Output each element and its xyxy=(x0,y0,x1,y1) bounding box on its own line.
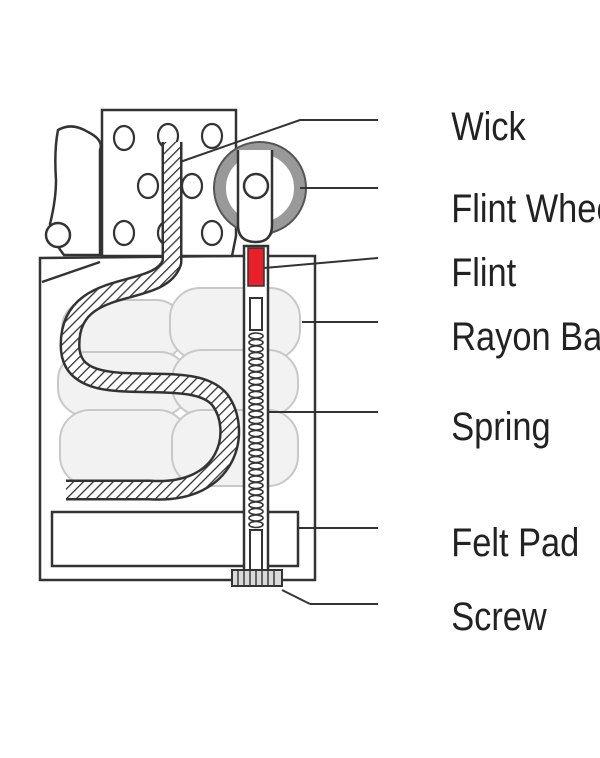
label-flint: Flint xyxy=(451,250,517,295)
spring-base xyxy=(249,529,263,571)
label-felt-pad: Felt Pad xyxy=(451,520,579,565)
leader-lines xyxy=(179,119,379,605)
case-shoulder-line xyxy=(41,260,101,284)
leader-flint xyxy=(263,257,379,269)
screw xyxy=(231,569,283,587)
spring xyxy=(248,332,264,529)
flint-tube xyxy=(242,244,270,574)
flint xyxy=(247,247,265,287)
hinge-cam xyxy=(44,125,102,257)
label-wick: Wick xyxy=(451,104,526,149)
leader-screw xyxy=(281,589,311,605)
label-screw: Screw xyxy=(451,594,548,639)
label-flint-wheel: Flint Wheel xyxy=(451,186,600,231)
spring-coil xyxy=(248,520,264,529)
flint-follower xyxy=(249,297,263,331)
label-spring: Spring xyxy=(451,404,550,449)
flint-wheel xyxy=(213,141,307,244)
label-rayon-balls: Rayon Balls xyxy=(451,314,600,359)
leader-wick xyxy=(179,119,378,163)
